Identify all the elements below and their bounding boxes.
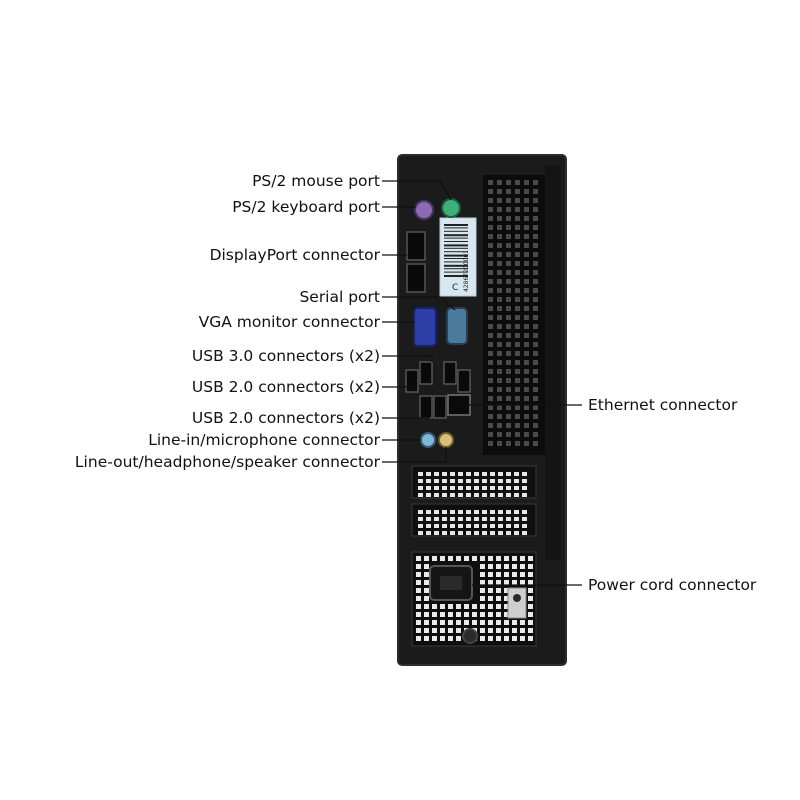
psu-indicator xyxy=(507,587,527,619)
label-displayport: DisplayPort connector xyxy=(209,246,380,264)
leader-ps2-mouse xyxy=(382,180,452,201)
label-ps2-keyboard: PS/2 keyboard port xyxy=(232,198,380,216)
usb2-lower-connector-1 xyxy=(419,395,433,419)
label-line-out: Line-out/headphone/speaker connector xyxy=(74,453,380,471)
usb2-upper-connector-1 xyxy=(405,369,419,393)
usb2-lower-connector-2 xyxy=(433,395,447,419)
ps2-keyboard-port xyxy=(414,200,434,220)
label-line-in: Line-in/microphone connector xyxy=(148,431,380,449)
ps2-mouse-port xyxy=(441,198,461,218)
label-power: Power cord connector xyxy=(588,576,757,594)
leader-serial xyxy=(382,296,456,311)
label-vga: VGA monitor connector xyxy=(198,313,380,331)
side-panel xyxy=(545,165,561,560)
psu-indicator-light xyxy=(513,594,521,602)
displayport-connector-1 xyxy=(406,231,426,261)
line-in-jack xyxy=(420,432,436,448)
vga-connector xyxy=(413,307,437,347)
expansion-slots xyxy=(411,465,537,537)
upper-vent-grille xyxy=(483,175,545,455)
thumbscrew xyxy=(462,628,478,644)
leader-usb3 xyxy=(382,355,433,362)
label-usb2-upper: USB 2.0 connectors (x2) xyxy=(191,378,380,396)
usb3-connector-1 xyxy=(419,361,433,385)
usb2-upper-connector-2 xyxy=(457,369,471,393)
label-usb3: USB 3.0 connectors (x2) xyxy=(191,347,380,365)
label-ps2-mouse: PS/2 mouse port xyxy=(252,172,380,190)
barcode-sticker: C 42867200001 xyxy=(439,217,477,297)
line-out-jack xyxy=(438,432,454,448)
serial-port xyxy=(446,307,468,345)
label-serial: Serial port xyxy=(299,288,380,306)
sticker-code: 42867200001 xyxy=(463,250,470,292)
leader-lines xyxy=(382,180,582,586)
sticker-letter: C xyxy=(452,283,458,293)
label-usb2-lower: USB 2.0 connectors (x2) xyxy=(191,409,380,427)
label-ethernet: Ethernet connector xyxy=(588,396,738,414)
usb3-connector-2 xyxy=(443,361,457,385)
leader-line-out xyxy=(382,447,447,463)
power-inlet-pins xyxy=(440,576,462,590)
displayport-connector-2 xyxy=(406,263,426,293)
